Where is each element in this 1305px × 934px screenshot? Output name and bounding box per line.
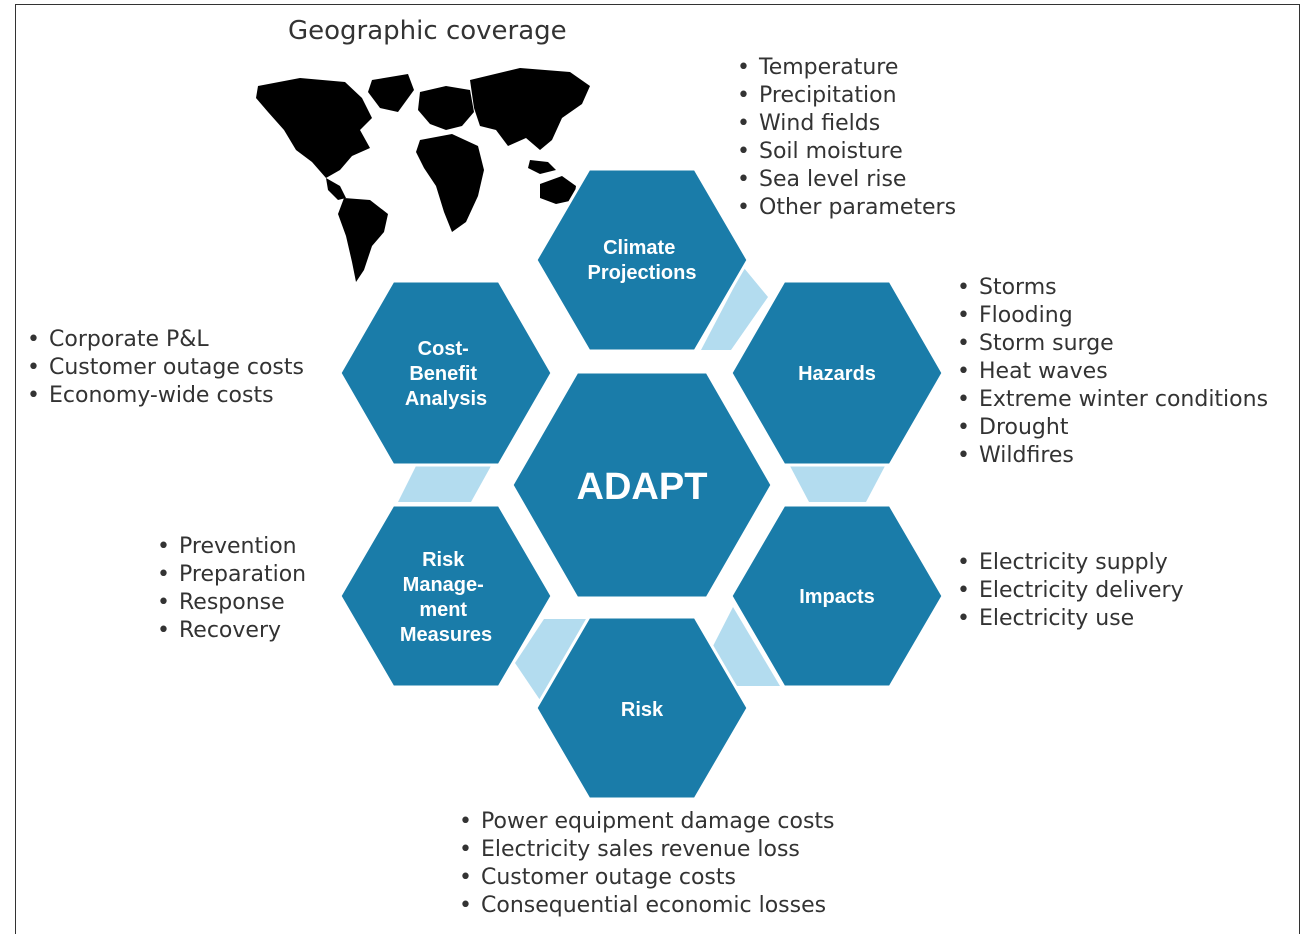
list-item: Soil moisture xyxy=(737,138,956,166)
map-greenland xyxy=(368,74,414,112)
connectors xyxy=(398,268,885,700)
list-item: Electricity sales revenue loss xyxy=(459,836,835,864)
list-item: Flooding xyxy=(957,302,1268,330)
connector-rmm-cba xyxy=(398,466,491,502)
hex-cba xyxy=(338,279,554,467)
hex-label-hazards: Hazards xyxy=(798,363,876,385)
risk-management-list: PreventionPreparationResponseRecovery xyxy=(157,533,306,645)
impacts-list: Electricity supplyElectricity deliveryEl… xyxy=(957,549,1184,633)
list-item: Consequential economic losses xyxy=(459,892,835,920)
connector-risk-rmm xyxy=(515,619,586,700)
list-item: Preparation xyxy=(157,561,306,589)
hex-climate xyxy=(534,167,750,353)
list-item: Wildfires xyxy=(957,442,1268,470)
hex-rmm xyxy=(338,503,554,689)
list-item: Customer outage costs xyxy=(27,354,304,382)
list-item: Other parameters xyxy=(737,194,956,222)
list-item: Temperature xyxy=(737,54,956,82)
list-item: Sea level rise xyxy=(737,166,956,194)
map-asia xyxy=(470,68,590,150)
map-se-asia xyxy=(528,160,556,174)
hazards-list: StormsFloodingStorm surgeHeat wavesExtre… xyxy=(957,274,1268,470)
list-item: Customer outage costs xyxy=(459,864,835,892)
list-item: Storms xyxy=(957,274,1268,302)
map-south-america xyxy=(338,198,388,282)
list-item: Extreme winter conditions xyxy=(957,386,1268,414)
list-item: Power equipment damage costs xyxy=(459,808,835,836)
map-europe xyxy=(418,86,474,130)
list-item: Recovery xyxy=(157,617,306,645)
list-item: Drought xyxy=(957,414,1268,442)
world-map-icon xyxy=(256,68,590,282)
diagram-frame xyxy=(15,4,1300,934)
list-item: Prevention xyxy=(157,533,306,561)
map-africa xyxy=(416,134,484,232)
list-item: Heat waves xyxy=(957,358,1268,386)
map-central-america xyxy=(326,178,346,200)
hex-impacts xyxy=(729,503,945,689)
map-north-america xyxy=(256,78,372,178)
list-item: Corporate P&L xyxy=(27,326,304,354)
hex-label-climate: Climate Projections xyxy=(588,237,697,284)
hex-label-impacts: Impacts xyxy=(799,586,875,608)
geographic-coverage-title: Geographic coverage xyxy=(288,16,567,46)
climate-projections-list: TemperaturePrecipitationWind fieldsSoil … xyxy=(737,54,956,222)
list-item: Precipitation xyxy=(737,82,956,110)
list-item: Electricity supply xyxy=(957,549,1184,577)
hex-risk xyxy=(534,615,750,801)
list-item: Electricity use xyxy=(957,605,1184,633)
list-item: Wind fields xyxy=(737,110,956,138)
hex-label-rmm: Risk Manage- ment Measures xyxy=(400,549,492,646)
list-item: Electricity delivery xyxy=(957,577,1184,605)
hex-hazards xyxy=(729,279,945,467)
connector-impacts-risk xyxy=(712,607,780,686)
hex-center xyxy=(510,370,774,600)
hex-label-cba: Cost- Benefit Analysis xyxy=(405,338,487,410)
hex-label-risk: Risk xyxy=(621,699,664,721)
list-item: Storm surge xyxy=(957,330,1268,358)
hexagons xyxy=(338,167,945,801)
cost-benefit-list: Corporate P&LCustomer outage costsEconom… xyxy=(27,326,304,410)
list-item: Economy-wide costs xyxy=(27,382,304,410)
hex-label-center: ADAPT xyxy=(577,466,708,508)
map-australia xyxy=(540,176,576,204)
connector-climate-hazards xyxy=(701,268,768,350)
list-item: Response xyxy=(157,589,306,617)
risk-list: Power equipment damage costsElectricity … xyxy=(459,808,835,920)
connector-hazards-impacts xyxy=(790,466,885,502)
